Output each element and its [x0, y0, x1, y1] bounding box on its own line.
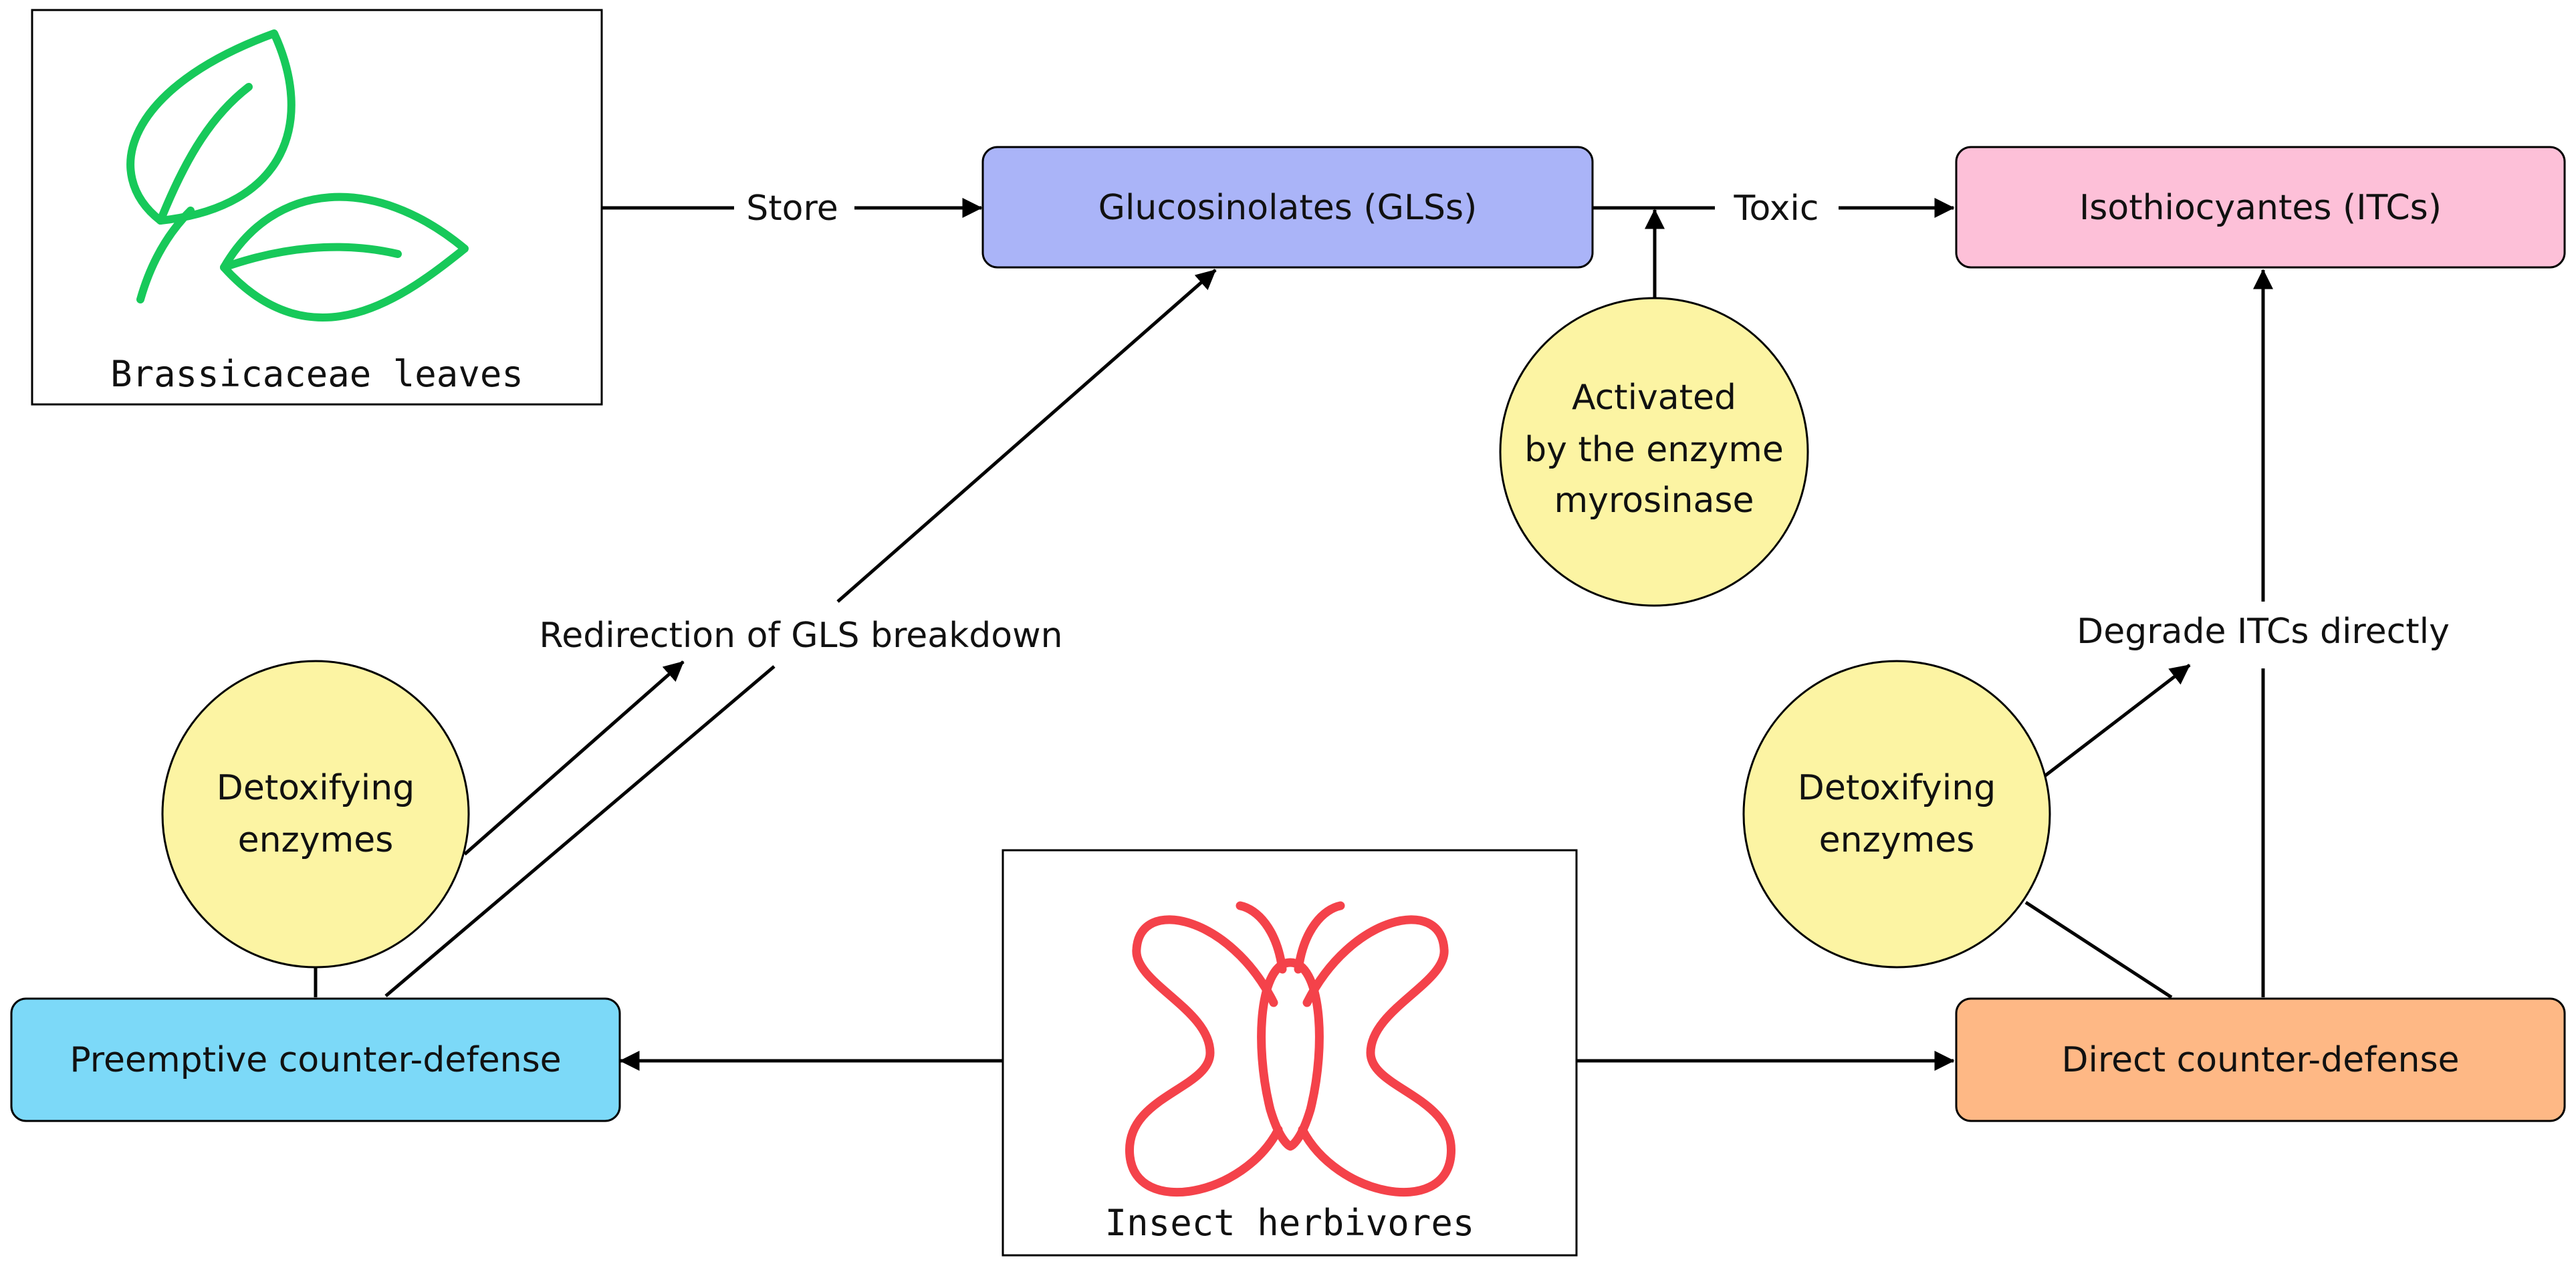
myrosinase-line1: Activated	[1572, 378, 1736, 418]
isothiocyanates-node: Isothiocyantes (ITCs)	[1955, 146, 2566, 269]
edge-detox-left-arrow	[463, 660, 685, 856]
direct-node: Direct counter-defense	[1955, 997, 2566, 1122]
myrosinase-node: Activated by the enzyme myrosinase	[1499, 297, 1809, 607]
preemptive-node: Preemptive counter-defense	[10, 997, 621, 1122]
edge-preemptive-to-gls-arrow	[836, 269, 1217, 603]
herbivores-caption: Insect herbivores	[1105, 1202, 1475, 1244]
herbivores-node: Insect herbivores	[1002, 849, 1578, 1257]
edge-label-toxic: Toxic	[1734, 188, 1819, 229]
isothiocyanates-label: Isothiocyantes (ITCs)	[2079, 188, 2442, 228]
detox-left-line1: Detoxifying	[217, 768, 415, 808]
edge-label-redirection: Redirection of GLS breakdown	[539, 616, 1062, 656]
edge-label-degrade: Degrade ITCs directly	[2077, 612, 2450, 652]
detox-right-line2: enzymes	[1819, 820, 1975, 860]
leaves-icon	[126, 29, 469, 322]
leaves-node: Brassicaceae leaves	[31, 9, 603, 406]
detox-right-line1: Detoxifying	[1798, 768, 1996, 808]
butterfly-icon	[1125, 901, 1455, 1197]
edge-preemptive-to-gls-a	[384, 665, 776, 997]
glucosinolates-label: Glucosinolates (GLSs)	[1098, 188, 1478, 228]
detox-left-node: Detoxifying enzymes	[161, 660, 470, 969]
myrosinase-line2: by the enzyme	[1524, 430, 1784, 470]
myrosinase-line3: myrosinase	[1554, 481, 1754, 521]
preemptive-label: Preemptive counter-defense	[70, 1040, 561, 1080]
edge-detox-right-to-direct	[2024, 900, 2173, 999]
direct-label: Direct counter-defense	[2061, 1040, 2459, 1080]
edge-detox-right-arrow	[2042, 664, 2191, 778]
glucosinolates-node: Glucosinolates (GLSs)	[981, 146, 1594, 269]
detox-right-node: Detoxifying enzymes	[1742, 660, 2051, 969]
detox-left-line2: enzymes	[238, 820, 394, 860]
leaves-caption: Brassicaceae leaves	[110, 353, 523, 395]
edge-label-store: Store	[746, 188, 838, 229]
